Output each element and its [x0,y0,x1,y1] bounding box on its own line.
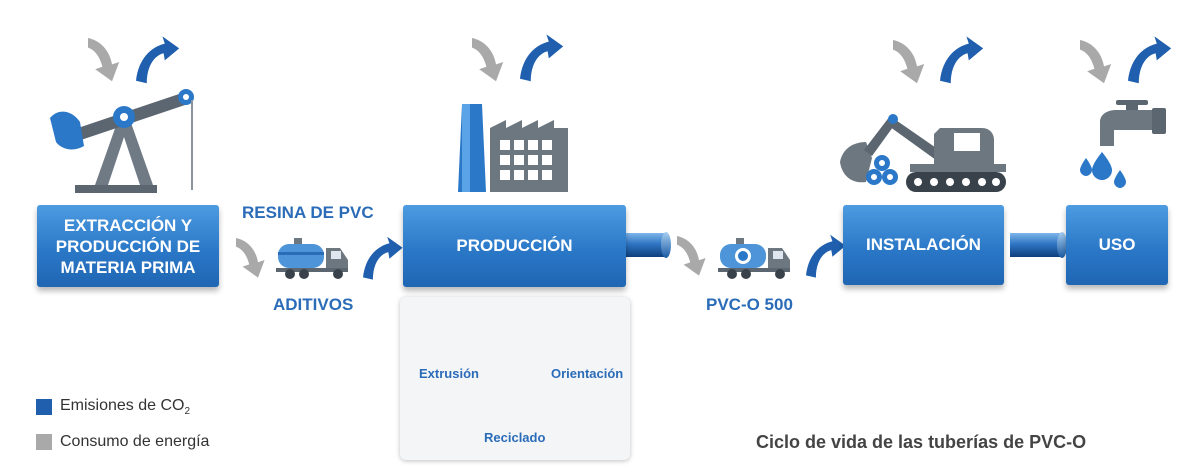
legend-emissions-label: Emisiones de CO [60,397,185,414]
transport-1-top-label: RESINA DE PVC [242,203,374,222]
grey-arrow [236,238,265,278]
extrusion-label: Extrusión [419,366,479,381]
recycling-label: Reciclado [484,430,546,445]
excavator-icon [840,114,1006,192]
grey-arrow [677,236,706,276]
transport-1-bottom-label: ADITIVOS [273,295,354,314]
grey-arrow [1080,40,1112,84]
stage-installation-box: INSTALACIÓN [843,205,1004,285]
emissions-swatch [36,399,52,416]
legend-energy: Consumo de energía [36,433,209,451]
legend-emissions-text: Emisiones de CO2 [60,397,190,417]
faucet-icon [1080,100,1166,188]
stage-production-label: PRODUCCIÓN [456,236,573,255]
grey-arrow [472,38,504,82]
blue-arrow [520,34,564,82]
pumpjack-icon [50,89,194,193]
grey-arrow [88,38,120,82]
orientation-label: Orientación [551,366,624,381]
stage-extraction-box: EXTRACCIÓN Y PRODUCCIÓN DE MATERIA PRIMA [37,205,219,287]
grey-arrow [893,40,925,84]
tanker-truck-icon [276,238,348,279]
stage-extraction-line-2: PRODUCCIÓN DE [55,236,201,256]
blue-arrow [363,236,403,280]
legend-energy-label: Consumo de energía [60,433,210,450]
blue-arrow [940,36,984,84]
diagram-caption: Ciclo de vida de las tuberías de PVC-O [756,432,1087,452]
tanker-truck-icon [718,238,790,279]
factory-icon [458,104,568,192]
pipe-icon [1010,232,1067,258]
stage-extraction-line-1: EXTRACCIÓN Y [63,215,193,235]
blue-arrow [806,234,846,278]
legend-emissions-subscript: 2 [184,406,191,418]
pipe-icon [626,232,671,258]
legend-emissions: Emisiones de CO2 [36,397,190,417]
production-process-panel [400,297,630,460]
transport-2-label: PVC-O 500 [706,295,793,314]
blue-arrow [1128,36,1172,84]
stage-use-box: USO [1066,205,1168,285]
stage-use-label: USO [1098,235,1136,254]
blue-arrow [136,36,180,84]
stage-extraction-line-3: MATERIA PRIMA [60,257,196,277]
stage-installation-label: INSTALACIÓN [866,235,981,254]
stage-production-box: PRODUCCIÓN [403,205,626,287]
energy-swatch [36,434,52,450]
